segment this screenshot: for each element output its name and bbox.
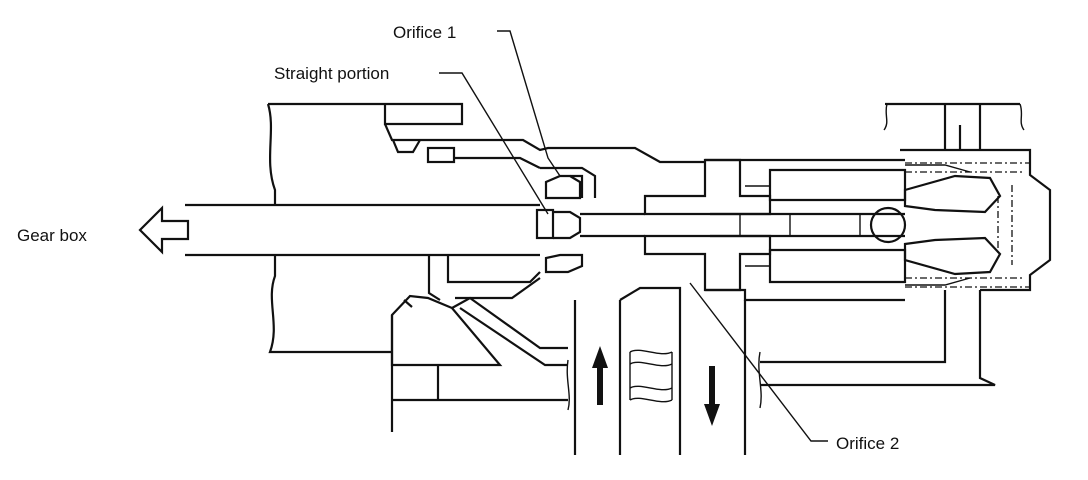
arrow-left-icon	[138, 205, 190, 255]
arrow-up-icon	[592, 346, 608, 405]
end-cap	[760, 102, 1052, 387]
gear-box-label: Gear box	[17, 226, 87, 245]
orifice-2-label: Orifice 2	[836, 434, 899, 453]
straight-portion-leader	[439, 72, 549, 215]
left-housing	[185, 102, 705, 432]
arrow-down-icon	[704, 366, 720, 426]
lower-passages	[566, 286, 762, 455]
orifice-2-leader	[689, 282, 828, 442]
valve-body	[643, 158, 907, 302]
spring	[905, 162, 1030, 288]
valve-rod	[580, 212, 645, 238]
straight-portion-label: Straight portion	[274, 64, 389, 83]
orifice-1-label: Orifice 1	[393, 23, 456, 42]
orifice-1-nozzle	[535, 166, 597, 274]
check-valve	[869, 164, 1002, 286]
orifice-1-leader	[497, 30, 561, 177]
